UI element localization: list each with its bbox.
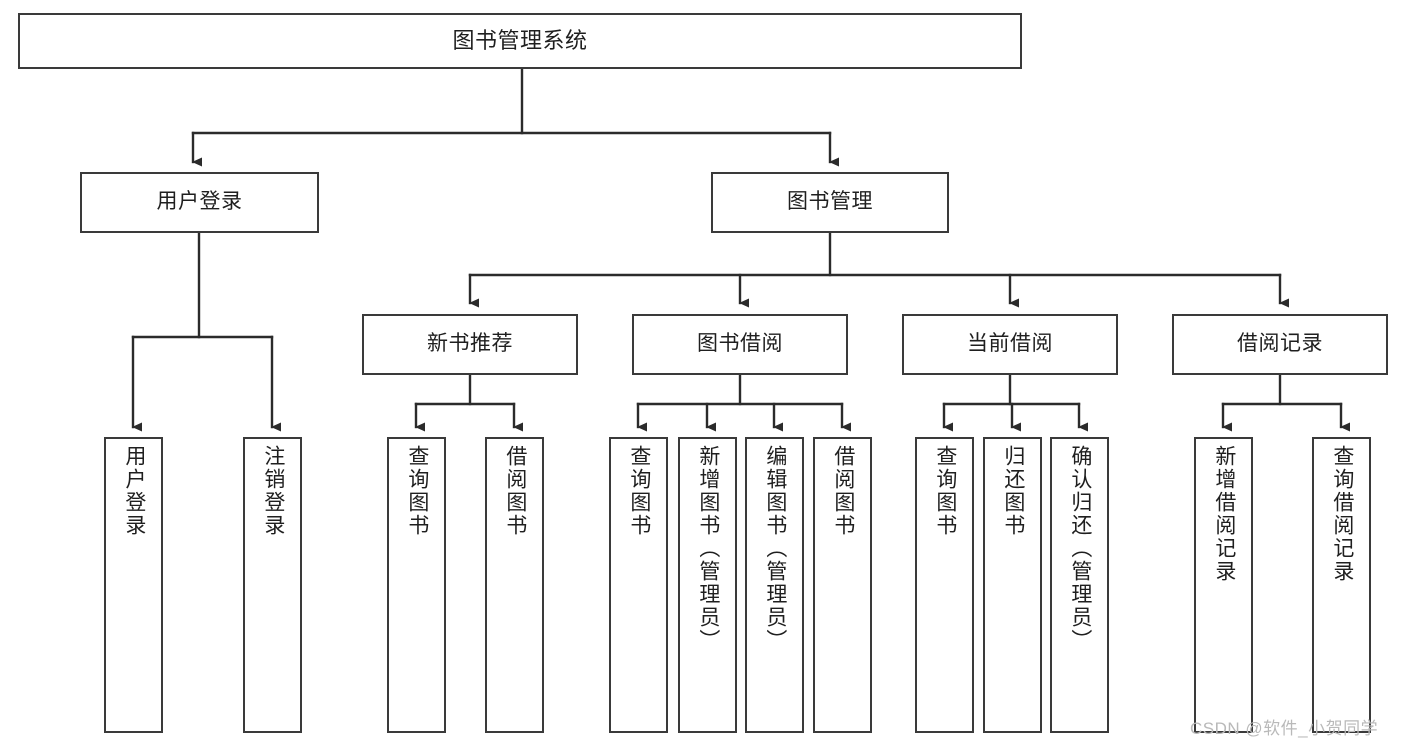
node-label: 归还图书: [1001, 445, 1025, 537]
node-label: 新增借阅记录: [1212, 445, 1236, 583]
node-label: 用户登录: [122, 445, 146, 537]
csdn-watermark: CSDN @软件_小贺同学: [1190, 719, 1379, 738]
node-root-book-management-system[interactable]: 图书管理系统: [18, 13, 1022, 69]
node-label: 借阅图书: [831, 445, 855, 537]
node-label: 用户登录: [156, 190, 243, 214]
node-label: 查询图书: [405, 445, 429, 537]
node-label: 注销登录: [261, 445, 285, 537]
node-label: 确认归还（管理员）: [1068, 445, 1092, 652]
node-user-login[interactable]: 用户登录: [80, 172, 319, 233]
leaf-return-book[interactable]: 归还图书: [983, 437, 1042, 733]
leaf-confirm-return[interactable]: 确认归还（管理员）: [1050, 437, 1109, 733]
node-label: 新增图书（管理员）: [696, 445, 720, 652]
node-label: 查询图书: [933, 445, 957, 537]
leaf-query-book-borrow[interactable]: 查询图书: [609, 437, 668, 733]
leaf-user-logout[interactable]: 注销登录: [243, 437, 302, 733]
leaf-borrow-book[interactable]: 借阅图书: [813, 437, 872, 733]
node-book-manage[interactable]: 图书管理: [711, 172, 949, 233]
leaf-query-book-current[interactable]: 查询图书: [915, 437, 974, 733]
leaf-user-login[interactable]: 用户登录: [104, 437, 163, 733]
leaf-add-borrow-record[interactable]: 新增借阅记录: [1194, 437, 1253, 733]
node-label: 当前借阅: [967, 332, 1053, 356]
leaf-query-borrow-record[interactable]: 查询借阅记录: [1312, 437, 1371, 733]
node-label: 新书推荐: [427, 332, 513, 356]
leaf-borrow-book-recommend[interactable]: 借阅图书: [485, 437, 544, 733]
node-current-borrow[interactable]: 当前借阅: [902, 314, 1118, 375]
node-borrow-record[interactable]: 借阅记录: [1172, 314, 1388, 375]
node-label: 图书管理系统: [452, 28, 588, 54]
node-label: 借阅记录: [1237, 332, 1323, 356]
node-label: 查询借阅记录: [1330, 445, 1354, 583]
node-label: 借阅图书: [503, 445, 527, 537]
leaf-query-book-recommend[interactable]: 查询图书: [387, 437, 446, 733]
node-label: 图书借阅: [697, 332, 783, 356]
node-label: 图书管理: [787, 190, 873, 214]
leaf-edit-book[interactable]: 编辑图书（管理员）: [745, 437, 804, 733]
node-label: 查询图书: [627, 445, 651, 537]
node-new-book-recommend[interactable]: 新书推荐: [362, 314, 578, 375]
node-book-borrow[interactable]: 图书借阅: [632, 314, 848, 375]
leaf-add-book[interactable]: 新增图书（管理员）: [678, 437, 737, 733]
node-label: 编辑图书（管理员）: [763, 445, 787, 652]
